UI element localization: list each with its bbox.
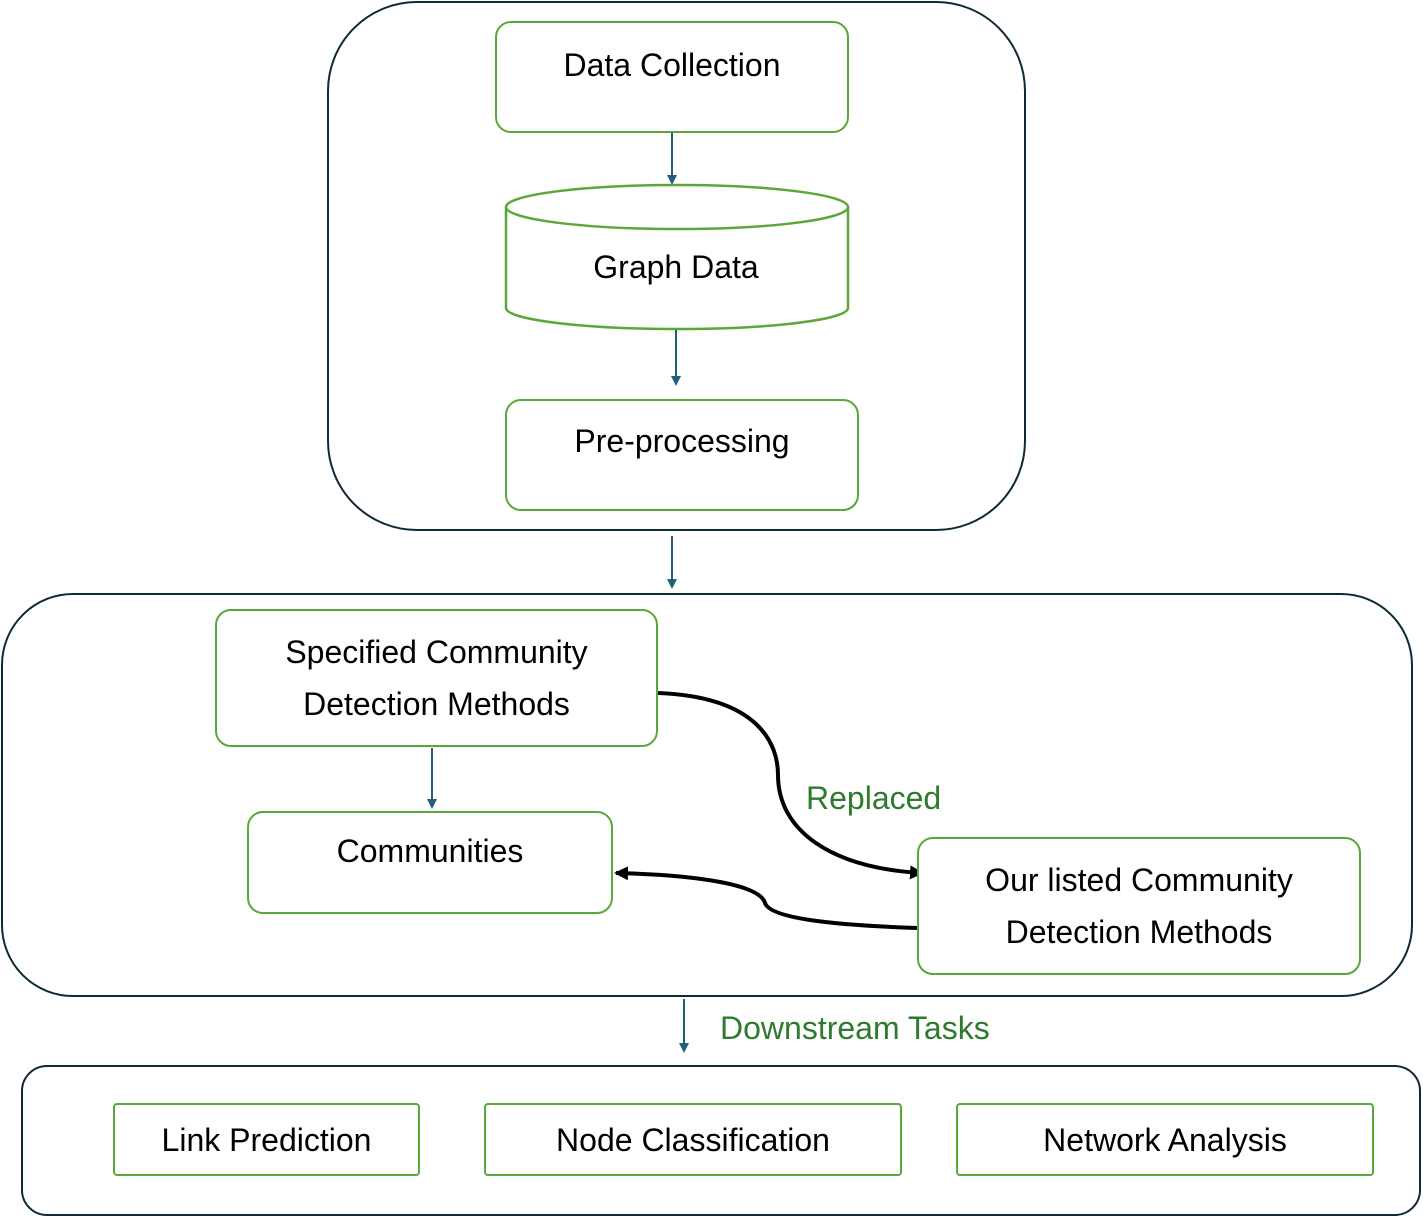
arrow-our-methods-to-communities	[614, 866, 918, 930]
data-collection-label: Data Collection	[563, 47, 781, 83]
graph-data-cylinder	[504, 183, 850, 331]
network-analysis-label: Network Analysis	[1043, 1121, 1287, 1158]
downstream-tasks-label: Downstream Tasks	[720, 1010, 990, 1046]
node-classification-label: Node Classification	[556, 1121, 830, 1158]
data-collection-node: Data Collection	[495, 21, 849, 133]
our-methods-node: Our listed Community Detection Methods	[917, 837, 1361, 975]
specified-methods-label: Specified Community Detection Methods	[285, 634, 588, 722]
replaced-label: Replaced	[806, 780, 942, 816]
our-methods-label: Our listed Community Detection Methods	[985, 862, 1293, 950]
node-classification-node: Node Classification	[484, 1103, 902, 1176]
communities-node: Communities	[247, 811, 613, 914]
preprocessing-node: Pre-processing	[505, 399, 859, 511]
link-prediction-node: Link Prediction	[113, 1103, 420, 1176]
graph-data-label: Graph Data	[593, 249, 759, 285]
specified-methods-node: Specified Community Detection Methods	[215, 609, 658, 747]
network-analysis-node: Network Analysis	[956, 1103, 1374, 1176]
communities-label: Communities	[336, 833, 524, 869]
arrow-replaced	[657, 691, 924, 880]
link-prediction-label: Link Prediction	[161, 1121, 372, 1158]
preprocessing-label: Pre-processing	[574, 423, 790, 459]
